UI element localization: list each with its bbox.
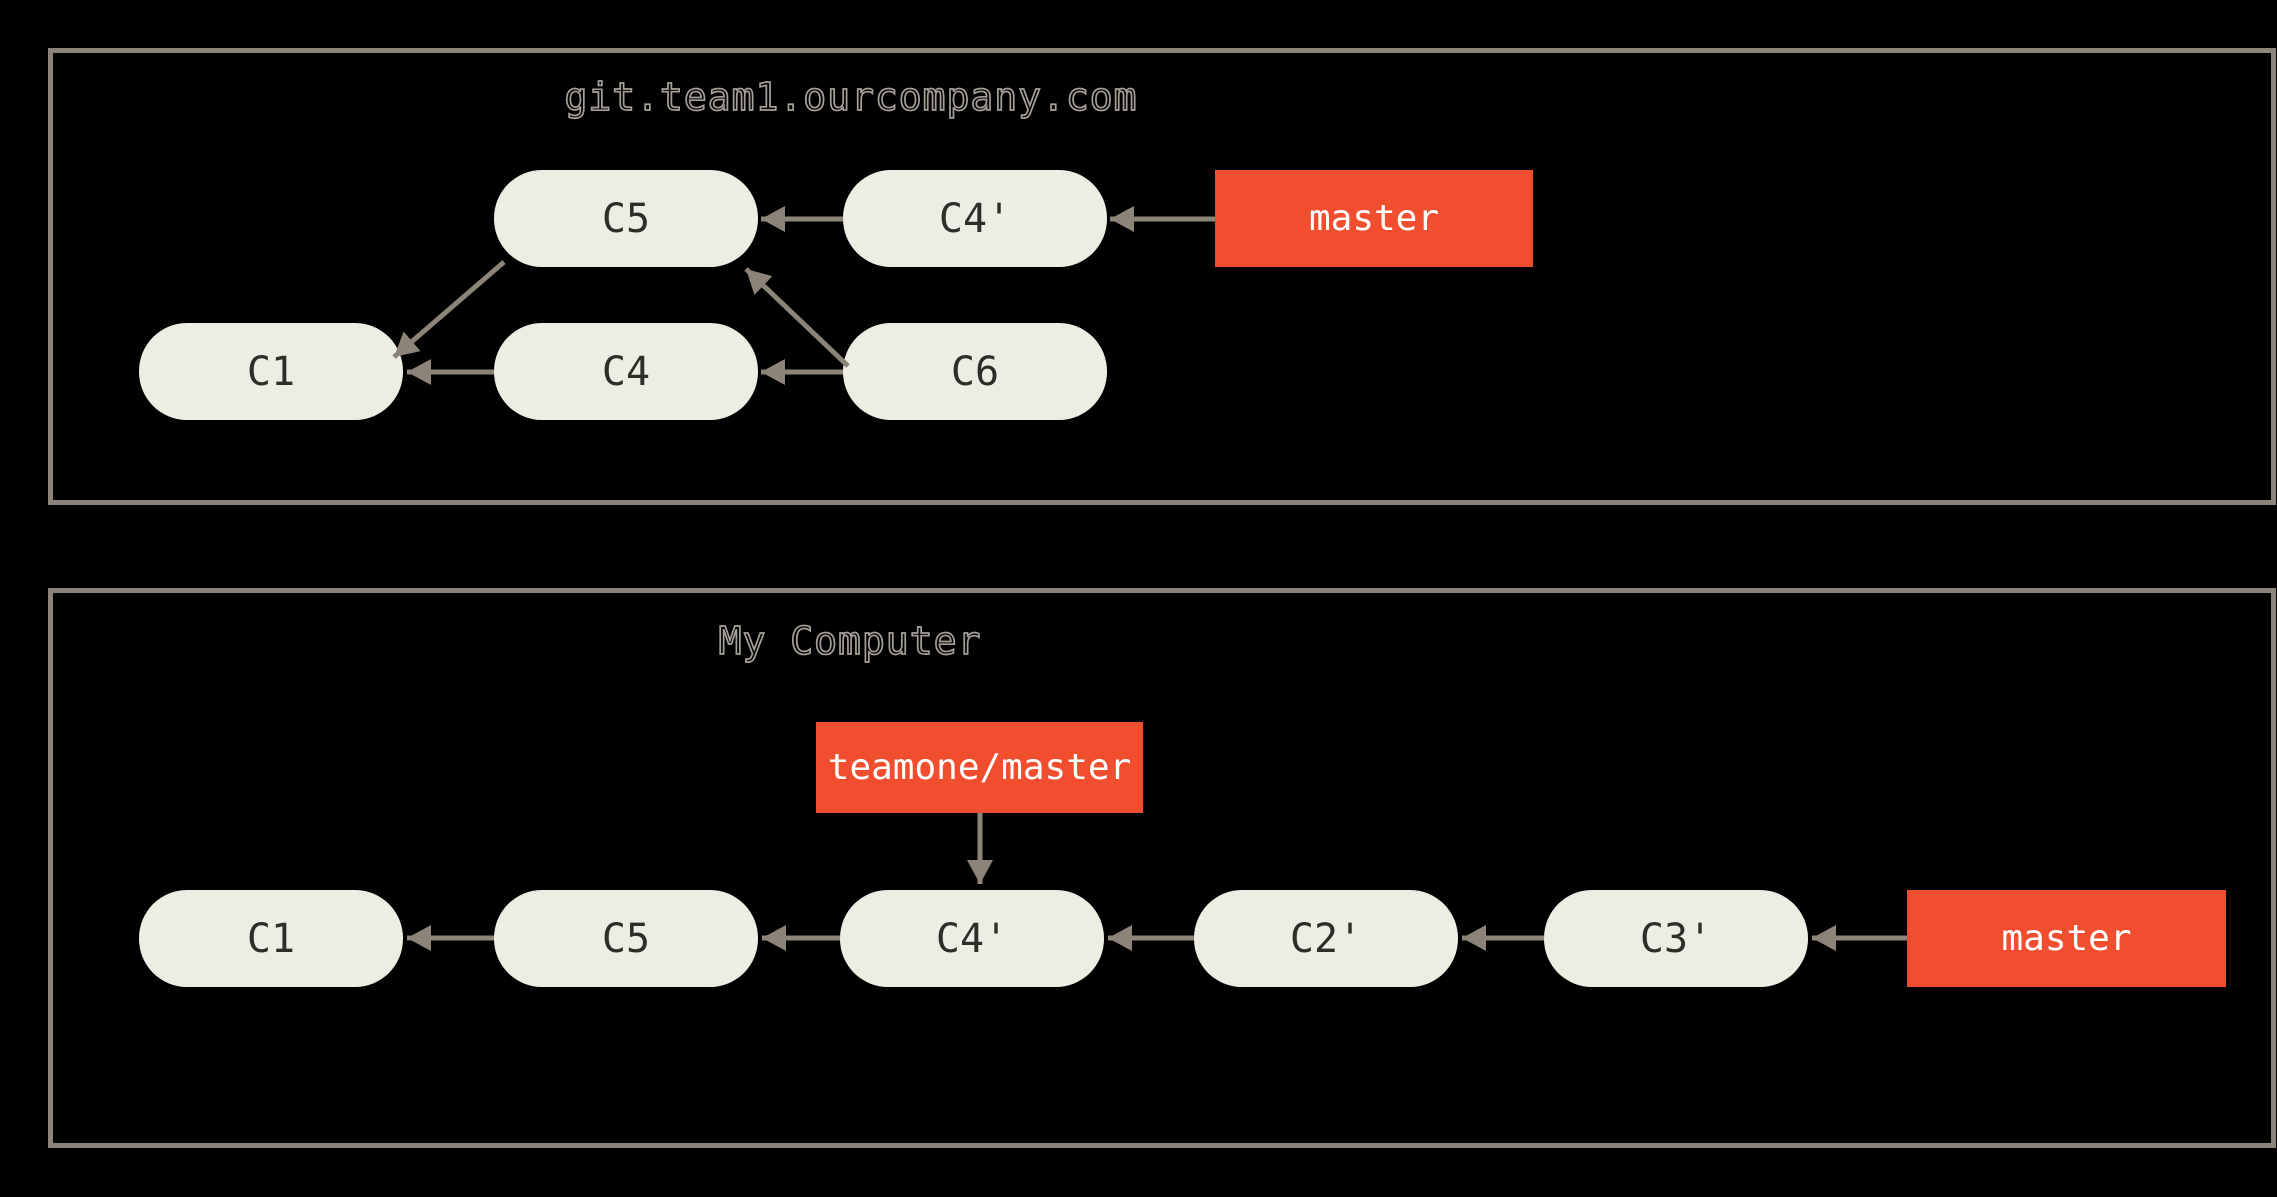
branch-label-remote-master: master — [1215, 170, 1533, 267]
commit-node-l-c4p: C4' — [840, 890, 1104, 987]
commit-node-r-c4p: C4' — [843, 170, 1107, 267]
commit-node-l-c1: C1 — [139, 890, 403, 987]
local-repo-box — [48, 588, 2276, 1148]
remote-repo-box — [48, 48, 2276, 505]
local-repo-title: My Computer — [718, 618, 982, 664]
branch-label-teamone-master: teamone/master — [816, 722, 1143, 813]
commit-node-l-c5: C5 — [494, 890, 758, 987]
commit-node-l-c2p: C2' — [1194, 890, 1458, 987]
commit-node-r-c5: C5 — [494, 170, 758, 267]
remote-repo-title: git.team1.ourcompany.com — [564, 74, 1138, 120]
commit-node-r-c4: C4 — [494, 323, 758, 420]
branch-label-local-master: master — [1907, 890, 2226, 987]
commit-node-r-c6: C6 — [843, 323, 1107, 420]
commit-node-l-c3p: C3' — [1544, 890, 1808, 987]
commit-node-r-c1: C1 — [139, 323, 403, 420]
